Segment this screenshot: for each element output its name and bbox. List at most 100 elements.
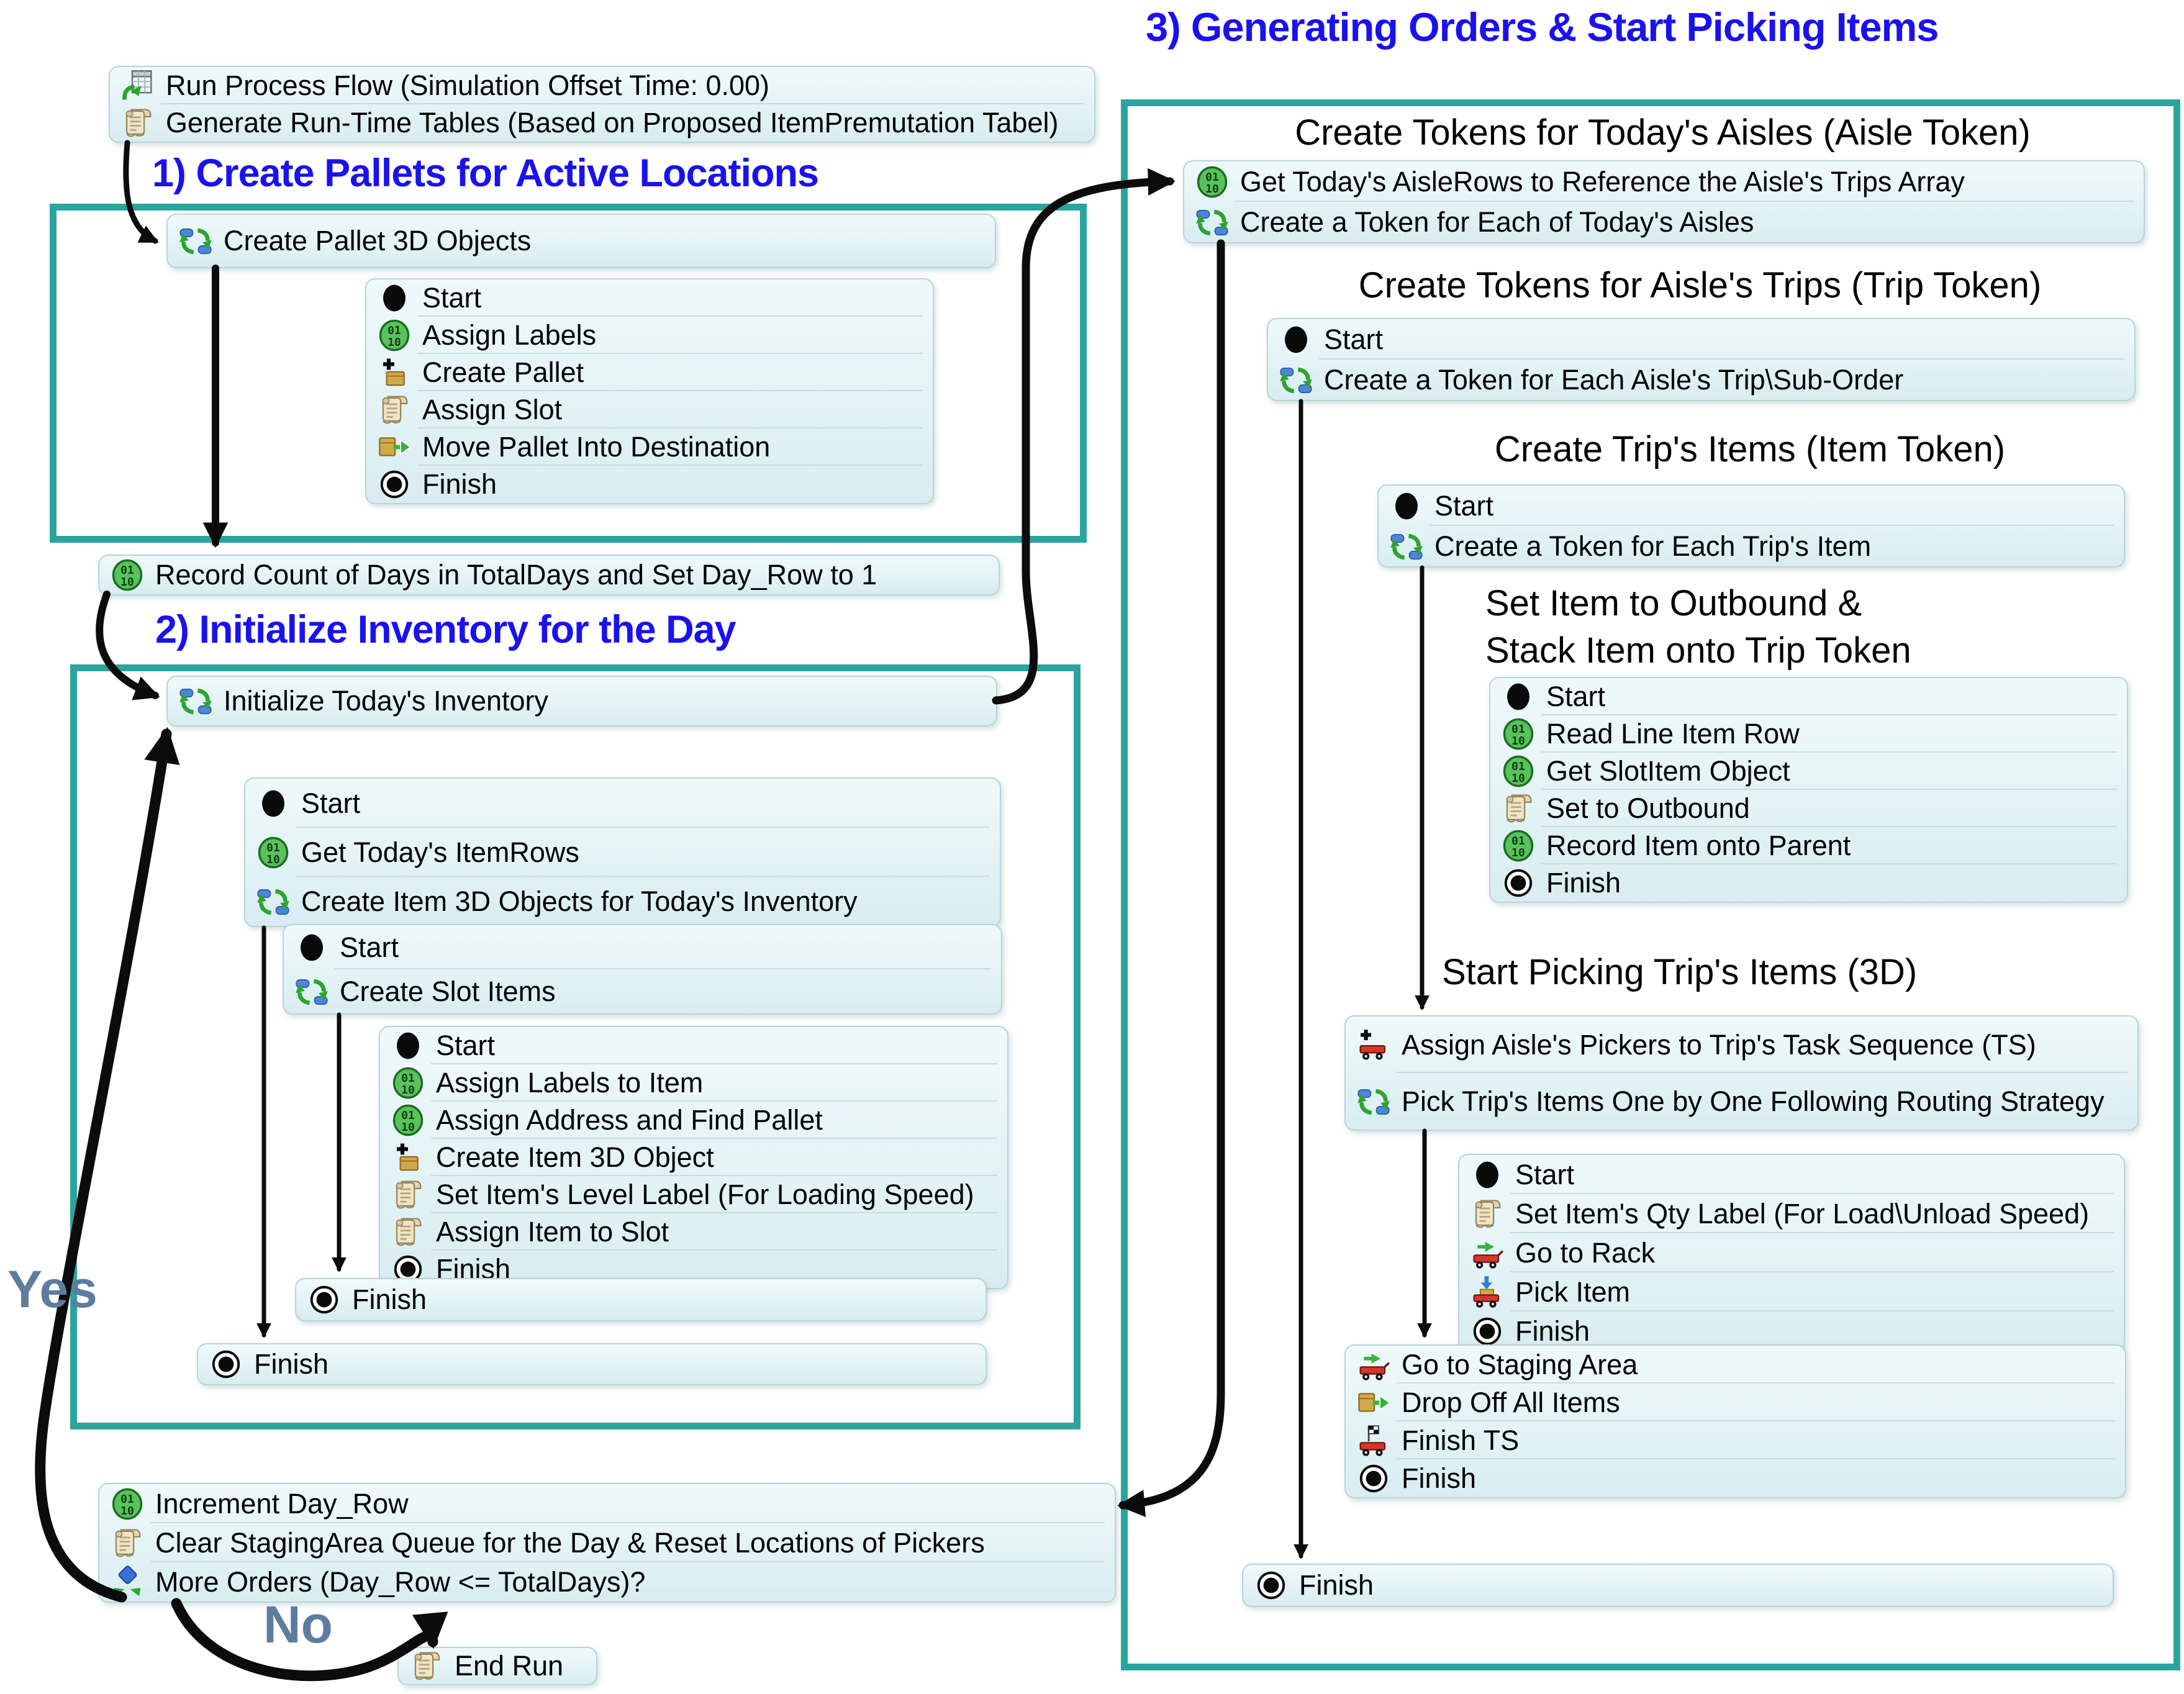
activity-final-finish[interactable]: Finish	[1242, 1564, 2114, 1607]
section3-container[interactable]	[1121, 99, 2180, 1670]
section2-container[interactable]	[70, 664, 1081, 1429]
activity-finish-outer[interactable]: Finish	[197, 1343, 987, 1385]
activity-row-assign-address[interactable]: Assign Address and Find Pallet	[380, 1102, 1007, 1139]
activity-row-finish[interactable]: Finish	[1243, 1565, 2113, 1606]
activity-row-start[interactable]: Start	[1459, 1155, 2124, 1194]
activity-item-token[interactable]: Start Create a Token for Each Trip's Ite…	[1377, 484, 2125, 568]
activity-row-create-item-3d[interactable]: Create Item 3D Objects for Today's Inven…	[245, 877, 1000, 926]
block-init-subflow-1[interactable]: Start Get Today's ItemRows Create Item 3…	[244, 777, 1001, 927]
activity-row-create-slot-items[interactable]: Create Slot Items	[284, 969, 1001, 1013]
start-icon	[391, 1029, 425, 1062]
loop-icon	[1390, 530, 1423, 563]
activity-aisle-token[interactable]: Get Today's AisleRows to Reference the A…	[1183, 160, 2145, 243]
activity-row-finish[interactable]: Finish	[296, 1279, 986, 1320]
activity-row-assign-pickers[interactable]: Assign Aisle's Pickers to Trip's Task Se…	[1346, 1017, 2137, 1073]
connector-run-to-create-pallet[interactable]	[123, 140, 159, 244]
activity-row-generate-runtime-tables[interactable]: Generate Run-Time Tables (Based on Propo…	[110, 104, 1094, 142]
activity-row-more-orders-decision[interactable]: More Orders (Day_Row <= TotalDays)?	[99, 1562, 1115, 1601]
activity-row-get-slotitem[interactable]: Get SlotItem Object	[1490, 753, 2127, 790]
activity-row-go-to-rack[interactable]: Go to Rack	[1459, 1233, 2124, 1272]
activity-row-start[interactable]: Start	[245, 779, 1000, 828]
activity-row-clear-staging-queue[interactable]: Clear StagingArea Queue for the Day & Re…	[99, 1523, 1115, 1562]
activity-initialize-inventory[interactable]: Initialize Today's Inventory	[166, 676, 997, 727]
activity-row-finish[interactable]: Finish	[198, 1344, 986, 1384]
activity-row-end-run[interactable]: End Run	[399, 1648, 596, 1684]
scroll-icon	[121, 106, 155, 140]
activity-increment-day-row[interactable]: Increment Day_Row Clear StagingArea Queu…	[98, 1483, 1116, 1603]
assign-labels-icon	[391, 1103, 425, 1137]
block-init-subflow-2[interactable]: Start Create Slot Items	[283, 924, 1002, 1015]
block-staging-subflow[interactable]: Go to Staging Area Drop Off All Items Fi…	[1344, 1344, 2126, 1498]
block-init-subflow-3[interactable]: Start Assign Labels to Item Assign Addre…	[379, 1026, 1008, 1289]
activity-record-total-days[interactable]: Record Count of Days in TotalDays and Se…	[98, 555, 1000, 596]
activity-row-finish[interactable]: Finish	[1459, 1311, 2124, 1351]
activity-row-assign-slot[interactable]: Assign Slot	[366, 391, 933, 428]
activity-row-start[interactable]: Start	[1379, 486, 2124, 526]
activity-row-go-to-staging[interactable]: Go to Staging Area	[1346, 1346, 2125, 1384]
activity-row-get-itemrows[interactable]: Get Today's ItemRows	[245, 828, 1000, 877]
loop-icon	[1279, 363, 1313, 397]
activity-row-create-pallet[interactable]: Create Pallet	[366, 354, 933, 391]
connector-aisle-to-increment[interactable]	[1117, 239, 1225, 1518]
connector-record-to-initialize[interactable]	[96, 591, 160, 700]
activity-create-pallet-3d-objects[interactable]: Create Pallet 3D Objects	[166, 214, 996, 268]
activity-finish-inner[interactable]: Finish	[295, 1278, 987, 1321]
move-into-icon	[378, 430, 411, 464]
activity-row-finish-ts[interactable]: Finish TS	[1346, 1421, 2125, 1459]
finish-ts-icon	[1357, 1424, 1390, 1457]
activity-row-create-item-object[interactable]: Create Item 3D Object	[380, 1139, 1007, 1176]
activity-row-run-process-flow[interactable]: Run Process Flow (Simulation Offset Time…	[110, 67, 1094, 104]
activity-row-start[interactable]: Start	[380, 1027, 1007, 1064]
connector-initialize-to-aisle[interactable]	[992, 168, 1176, 705]
activity-row-initialize-inventory[interactable]: Initialize Today's Inventory	[168, 677, 996, 725]
activity-row-create-pallet-3d-objects[interactable]: Create Pallet 3D Objects	[168, 215, 995, 267]
start-icon	[1390, 489, 1423, 523]
activity-row-assign-labels-item[interactable]: Assign Labels to Item	[380, 1064, 1007, 1102]
activity-end-run[interactable]: End Run	[397, 1647, 597, 1685]
activity-row-increment-day-row[interactable]: Increment Day_Row	[99, 1484, 1115, 1523]
scroll-icon	[391, 1215, 425, 1249]
block-pallet-subflow[interactable]: Start Assign Labels Create Pallet Assign…	[365, 278, 934, 504]
activity-row-record-item-parent[interactable]: Record Item onto Parent	[1490, 827, 2127, 864]
finish-icon	[209, 1348, 243, 1381]
section1-container[interactable]	[50, 204, 1087, 543]
block-outbound-subflow[interactable]: Start Read Line Item Row Get SlotItem Ob…	[1489, 677, 2128, 903]
scroll-icon	[1502, 792, 1535, 825]
activity-row-finish[interactable]: Finish	[1346, 1459, 2125, 1497]
scroll-icon	[391, 1178, 425, 1212]
scroll-icon	[378, 393, 411, 427]
activity-row-record-total-days[interactable]: Record Count of Days in TotalDays and Se…	[99, 556, 999, 594]
activity-row-get-aislerows[interactable]: Get Today's AisleRows to Reference the A…	[1184, 161, 2144, 202]
block-pick-subflow[interactable]: Start Set Item's Qty Label (For Load\Unl…	[1458, 1154, 2125, 1352]
activity-row-token-per-item[interactable]: Create a Token for Each Trip's Item	[1379, 526, 2124, 566]
connector-no-to-end-run[interactable]	[171, 1598, 448, 1682]
activity-row-set-qty-label[interactable]: Set Item's Qty Label (For Load\Unload Sp…	[1459, 1194, 2124, 1233]
activity-row-finish[interactable]: Finish	[366, 466, 933, 503]
assign-labels-icon	[111, 1487, 144, 1521]
activity-run-process-flow[interactable]: Run Process Flow (Simulation Offset Time…	[109, 66, 1095, 143]
activity-row-set-level-label[interactable]: Set Item's Level Label (For Loading Spee…	[380, 1176, 1007, 1213]
heading-outbound-line1: Set Item to Outbound &	[1485, 583, 1862, 623]
activity-row-finish[interactable]: Finish	[1490, 864, 2127, 902]
travel-icon	[1357, 1348, 1390, 1382]
activity-row-start[interactable]: Start	[1490, 678, 2127, 715]
activity-row-assign-labels[interactable]: Assign Labels	[366, 317, 933, 354]
activity-row-move-pallet[interactable]: Move Pallet Into Destination	[366, 428, 933, 466]
activity-row-start[interactable]: Start	[1268, 319, 2134, 360]
activity-row-token-per-aisle[interactable]: Create a Token for Each of Today's Aisle…	[1184, 202, 2144, 242]
activity-picking-setup[interactable]: Assign Aisle's Pickers to Trip's Task Se…	[1344, 1015, 2139, 1131]
activity-row-read-line-item[interactable]: Read Line Item Row	[1490, 715, 2127, 753]
branch-label-yes: Yes	[7, 1260, 97, 1318]
connector-yes-loop[interactable]	[35, 727, 180, 1603]
activity-trip-token[interactable]: Start Create a Token for Each Aisle's Tr…	[1267, 318, 2136, 401]
activity-row-start[interactable]: Start	[284, 925, 1001, 969]
activity-row-pick-items-loop[interactable]: Pick Trip's Items One by One Following R…	[1346, 1073, 2137, 1130]
activity-row-token-per-trip[interactable]: Create a Token for Each Aisle's Trip\Sub…	[1268, 360, 2134, 400]
activity-row-start[interactable]: Start	[366, 279, 933, 317]
scroll-icon	[1470, 1197, 1504, 1231]
activity-row-set-outbound[interactable]: Set to Outbound	[1490, 790, 2127, 827]
activity-row-assign-item-slot[interactable]: Assign Item to Slot	[380, 1213, 1007, 1251]
activity-row-pick-item[interactable]: Pick Item	[1459, 1272, 2124, 1311]
activity-row-drop-off-items[interactable]: Drop Off All Items	[1346, 1384, 2125, 1421]
assign-labels-icon	[256, 836, 290, 869]
